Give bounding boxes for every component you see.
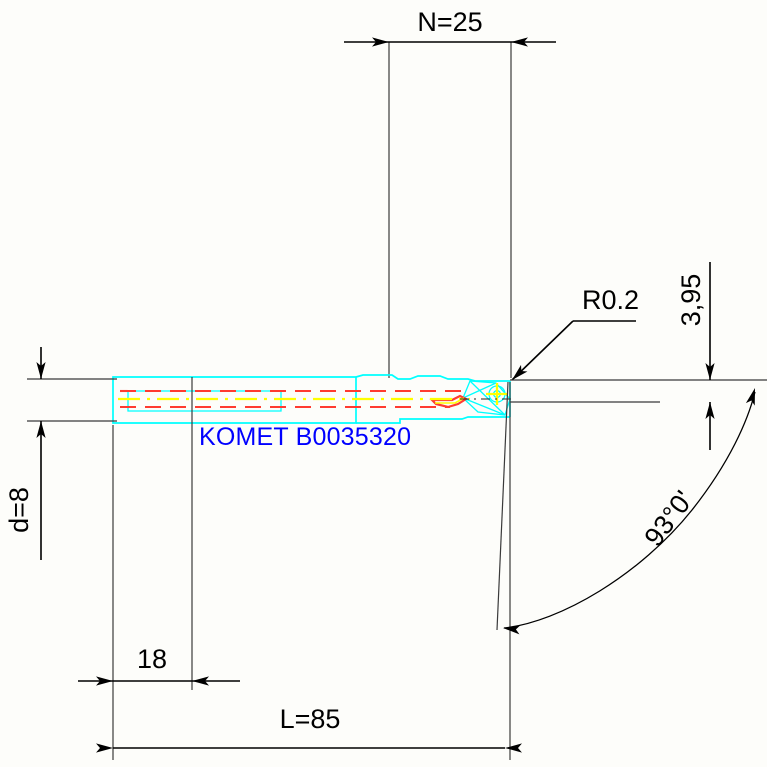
leader-line-r02-slant: [511, 320, 574, 381]
extension-lines-bottom: [112, 377, 193, 760]
dimension-shank-diameter: d=8: [4, 347, 117, 560]
neck-upper-profile: [355, 374, 510, 382]
dimension-lead-angle: 93°0': [496, 381, 760, 760]
arrowhead-angle-start: [502, 623, 521, 635]
dimension-total-length: L=85: [96, 704, 522, 753]
lead-angle-arc: [503, 391, 756, 629]
dimension-label-overhang-n: N=25: [417, 7, 482, 37]
part-number-label: KOMET B0035320: [199, 423, 411, 451]
dimension-label-shank-diameter: d=8: [4, 487, 34, 533]
lead-angle-reference-line: [496, 381, 509, 631]
arrowhead-l85-right: [505, 743, 522, 753]
arrowhead-l85-left: [96, 743, 113, 753]
neck-lower-profile: [356, 416, 510, 424]
dimension-corner-radius: R0.2: [508, 285, 639, 384]
dimension-label-tip-height: 3,95: [676, 274, 706, 327]
dimension-shank-length: 18: [78, 644, 240, 686]
dimension-label-lead-angle: 93°0': [638, 485, 699, 552]
insert-pocket-outline: [462, 380, 511, 416]
dimension-overhang-n: N=25: [344, 7, 556, 378]
dimension-label-shank-length: 18: [137, 644, 167, 674]
dimension-tip-height: 3,95: [676, 262, 715, 450]
tool-body-geometry: [112, 374, 512, 424]
dimension-label-corner-radius: R0.2: [582, 285, 639, 315]
insert-pocket-hatch: [462, 380, 506, 416]
arrowhead-angle-end: [745, 386, 760, 406]
reference-lines-right: [510, 379, 767, 403]
dimension-label-total-length: L=85: [280, 704, 341, 734]
cutting-edge-profile: [429, 394, 469, 409]
